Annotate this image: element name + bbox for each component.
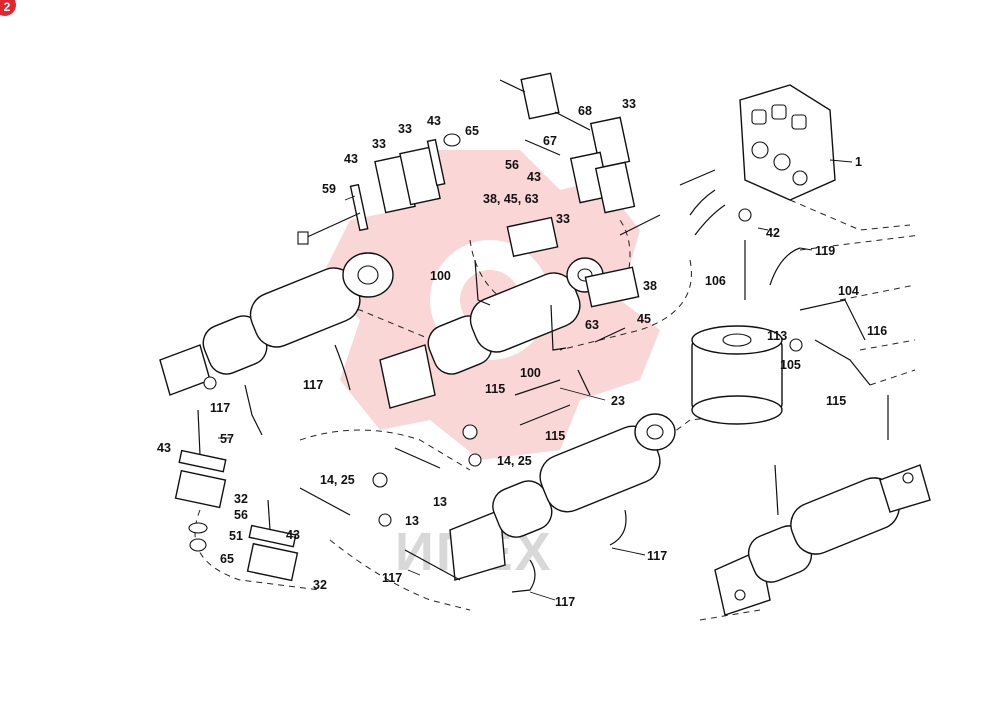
callout-14-25-left: 14, 25 [320, 473, 355, 487]
callout-117-bottom-left: 117 [382, 571, 402, 585]
callout-100-lower: 100 [520, 366, 541, 380]
callout-63: 63 [585, 318, 599, 332]
callout-105: 105 [780, 358, 801, 372]
callout-43-top: 43 [527, 170, 541, 184]
callout-23: 23 [611, 394, 625, 408]
callout-119: 119 [815, 244, 835, 258]
callout-117-upper: 117 [303, 378, 323, 392]
callout-33-clamp-a: 33 [398, 122, 412, 136]
callout-116: 116 [867, 324, 887, 338]
callout-106: 106 [705, 274, 726, 288]
page-number-badge: 2 [0, 0, 16, 16]
callout-115-mid-a: 115 [485, 382, 505, 396]
callout-104: 104 [838, 284, 859, 298]
callout-117-right: 117 [647, 549, 667, 563]
bolts-and-nuts [188, 79, 626, 552]
page-number-text: 2 [3, 0, 11, 14]
callout-43-clamp-a: 43 [427, 114, 441, 128]
callout-leader-lines [218, 159, 853, 601]
callout-13-lower: 13 [405, 514, 419, 528]
hydraulic-cylinder-left [159, 252, 394, 396]
hydraulic-cylinder-middle [379, 257, 604, 409]
callout-65-top: 65 [465, 124, 479, 138]
callout-38-45-63: 38, 45, 63 [483, 192, 539, 206]
callout-labels: 1 68 33 67 56 43 33 43 33 33 43 65 59 38… [157, 97, 887, 609]
callout-67: 67 [543, 134, 557, 148]
callout-42: 42 [766, 226, 780, 240]
callout-56-top: 56 [505, 158, 519, 172]
callout-117-left: 117 [210, 401, 230, 415]
callout-33-top: 33 [622, 97, 636, 111]
callout-59: 59 [322, 182, 336, 196]
steering-orbitrol-unit [691, 325, 783, 425]
callout-13-upper: 13 [433, 495, 447, 509]
callout-65-left: 65 [220, 552, 234, 566]
hydraulic-cylinder-bottom [449, 413, 676, 581]
callout-43-left: 43 [157, 441, 171, 455]
callout-32-upper: 32 [234, 492, 248, 506]
callout-115-mid-b: 115 [545, 429, 565, 443]
callout-1: 1 [855, 155, 862, 169]
callout-33-clamp-c: 33 [556, 212, 570, 226]
pipe-clamps [174, 72, 640, 582]
callout-57: 57 [220, 432, 234, 446]
callout-32-lower: 32 [313, 578, 327, 592]
control-valve-block [739, 84, 836, 201]
callout-33-clamp-b: 33 [372, 137, 386, 151]
callout-45: 45 [637, 312, 651, 326]
hoses-and-fittings [244, 169, 889, 593]
callout-117-bottom: 117 [555, 595, 575, 609]
callout-38: 38 [643, 279, 657, 293]
callout-115-right: 115 [826, 394, 846, 408]
callout-43-lower: 43 [286, 528, 300, 542]
callout-14-25-right: 14, 25 [497, 454, 532, 468]
callout-68: 68 [578, 104, 592, 118]
callout-43-clamp-b: 43 [344, 152, 358, 166]
callout-100-upper: 100 [430, 269, 451, 283]
hydraulic-cylinder-right [714, 464, 931, 616]
callout-56-left: 56 [234, 508, 248, 522]
callout-51: 51 [229, 529, 243, 543]
callout-113: 113 [767, 329, 787, 343]
